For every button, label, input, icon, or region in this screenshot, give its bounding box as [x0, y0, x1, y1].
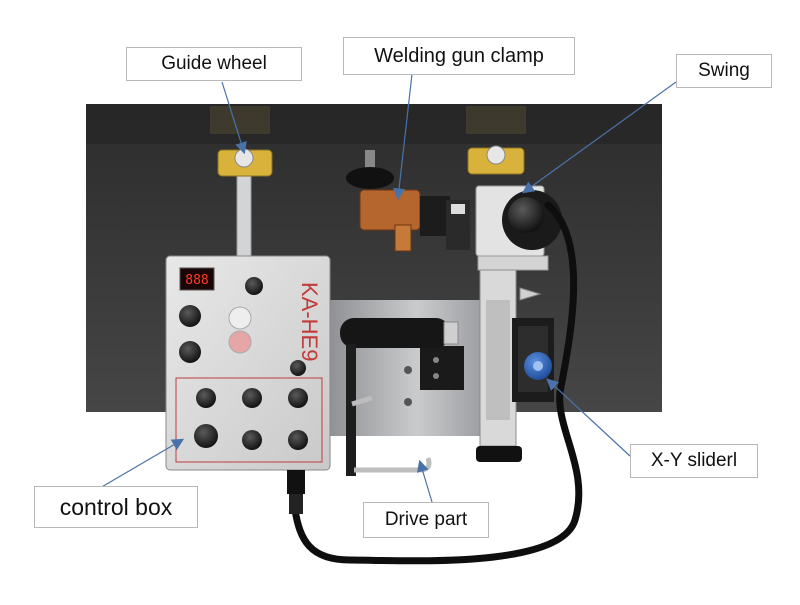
label-control-box: control box [34, 486, 198, 528]
welding-gun-clamp [346, 150, 470, 252]
digit-display [179, 267, 215, 291]
panel-brand: KA-HE9 [297, 282, 322, 361]
label-guide-wheel: Guide wheel [126, 47, 302, 81]
drive-part [340, 318, 459, 476]
digit-display-text: 888 [185, 273, 208, 288]
callout-arrows [99, 73, 677, 503]
guide-wheel-left [217, 148, 273, 261]
label-welding-gun-clamp: Welding gun clamp [343, 37, 575, 75]
label-drive-part: Drive part [363, 502, 489, 538]
xy-slider [476, 269, 554, 462]
label-swing: Swing [676, 54, 772, 88]
guide-wheel-right [467, 145, 525, 175]
control-box: 888 KA-HE9 [165, 255, 331, 514]
label-xy-slider: X-Y sliderl [630, 444, 758, 478]
